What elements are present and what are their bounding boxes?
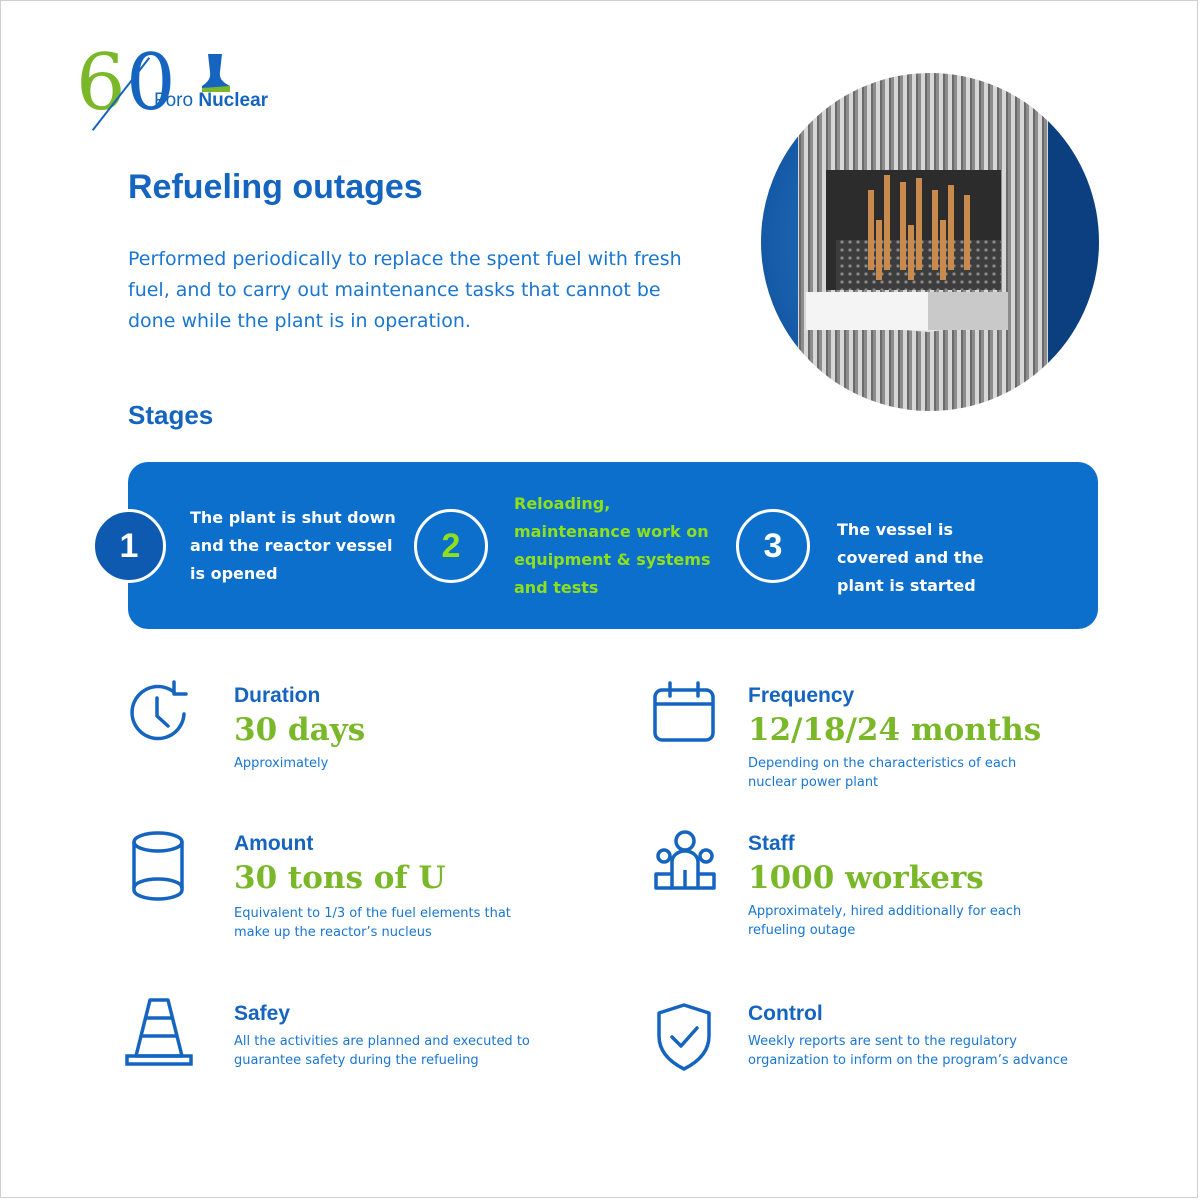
stage-3-text: The vessel is covered and the plant is s… — [837, 520, 984, 595]
frequency-value: 12/18/24 months — [748, 712, 1042, 748]
stage-2-text: Reloading, maintenance work on equipment… — [514, 494, 711, 597]
traffic-cone-icon — [125, 998, 193, 1066]
clock-refresh-icon — [130, 680, 188, 741]
calendar-icon — [653, 681, 715, 742]
stage-1-text: The plant is shut down and the reactor v… — [190, 508, 396, 583]
frequency-label: Frequency — [748, 684, 855, 707]
amount-label: Amount — [234, 832, 314, 855]
stage-3-number: 3 — [736, 509, 810, 583]
page-title: Refueling outages — [128, 168, 423, 206]
staff-value: 1000 workers — [748, 860, 984, 896]
stages-heading: Stages — [128, 400, 214, 430]
amount-value: 30 tons of U — [234, 860, 446, 896]
logo-six: 6 — [76, 38, 126, 128]
people-group-icon — [654, 830, 716, 890]
safety-note: All the activities are planned and execu… — [234, 1034, 530, 1068]
logo-text-light: Foro — [154, 90, 194, 111]
safety-label: Safey — [234, 1002, 291, 1025]
stage-1-number: 1 — [92, 509, 166, 583]
cooling-tower-icon — [202, 54, 230, 92]
frequency-note: Depending on the characteristics of each… — [748, 756, 1017, 790]
logo-text-bold: Nuclear — [198, 90, 269, 111]
control-note: Weekly reports are sent to the regulator… — [748, 1034, 1069, 1068]
cylinder-icon — [132, 831, 184, 901]
duration-label: Duration — [234, 684, 321, 707]
fuel-assembly-illustration — [759, 71, 1101, 413]
logo-text: Foro Nuclear — [154, 90, 268, 112]
staff-label: Staff — [748, 832, 795, 855]
stage-2-number: 2 — [414, 509, 488, 583]
foro-nuclear-logo: 6 0 Foro Nuclear — [70, 42, 310, 142]
control-label: Control — [748, 1002, 823, 1025]
duration-value: 30 days — [234, 712, 366, 748]
amount-note: Equivalent to 1/3 of the fuel elements t… — [234, 906, 511, 940]
stages-panel: 1 The plant is shut down and the reactor… — [92, 462, 1098, 629]
staff-note: Approximately, hired additionally for ea… — [748, 904, 1022, 938]
logo-zero: 0 — [126, 38, 176, 128]
intro-text: Performed periodically to replace the sp… — [128, 248, 682, 332]
shield-check-icon — [657, 1003, 711, 1071]
duration-note: Approximately — [234, 756, 329, 771]
